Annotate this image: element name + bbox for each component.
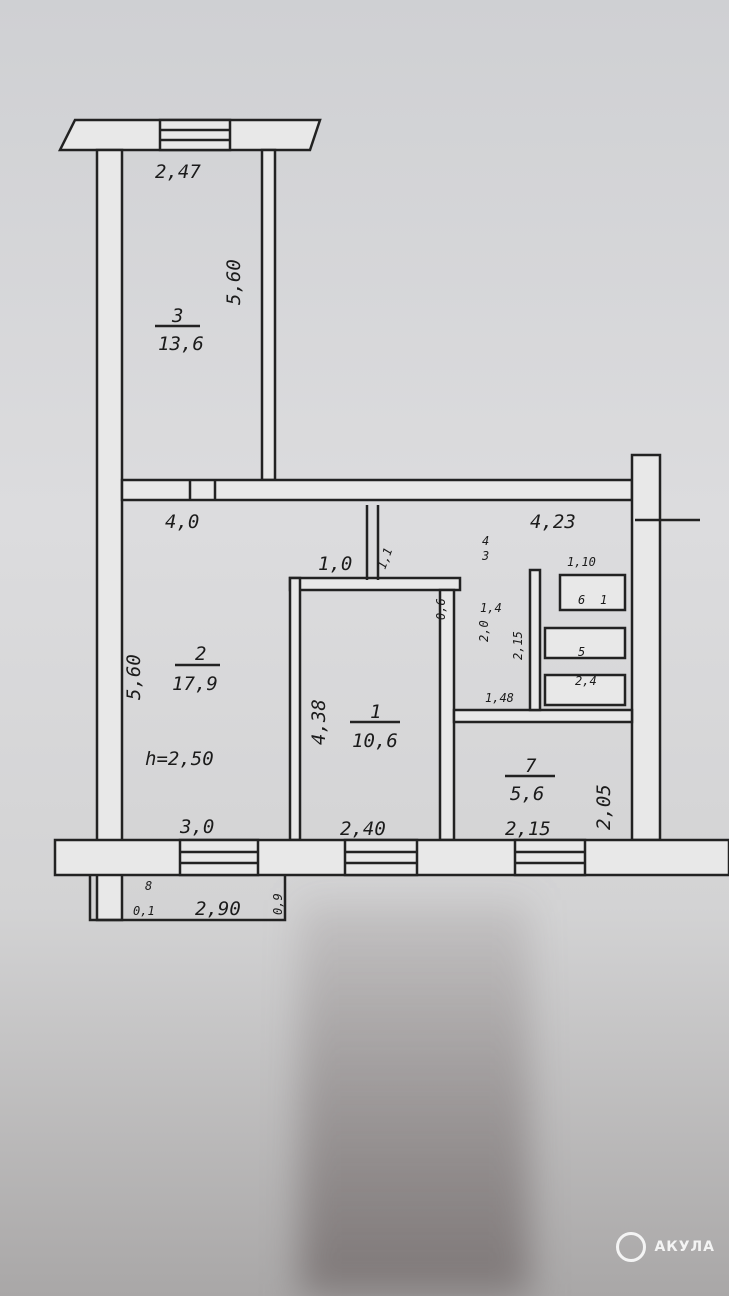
dim-room1-width: 2,40 — [340, 818, 386, 840]
watermark-logo: АКУЛА — [616, 1232, 715, 1262]
dim-room7-length: 2,05 — [593, 784, 615, 830]
window-room1 — [343, 838, 419, 877]
room5-number: 5 — [578, 645, 585, 659]
window-room3 — [158, 118, 232, 152]
outer-left-wall — [95, 148, 124, 922]
room2-ceiling-height: h=2,50 — [145, 748, 214, 770]
dim-bath-c: 2,15 — [511, 631, 525, 660]
dim-room2-bottom: 3,0 — [179, 816, 214, 838]
sink-fixture — [543, 626, 627, 660]
dim-balcony-depth: 0,9 — [271, 893, 285, 915]
middle-wall — [120, 478, 634, 502]
dim-corridor-small: 1,1 — [375, 546, 396, 571]
room1-left-wall — [288, 576, 302, 842]
room1-area: 10,6 — [352, 730, 398, 752]
room3-area: 13,6 — [158, 333, 204, 355]
room7-number: 7 — [525, 755, 537, 777]
brand-name: АКУЛА — [654, 1239, 715, 1255]
dim-bath-f: 1,4 — [480, 601, 502, 615]
room2-area: 17,9 — [172, 673, 218, 695]
walls — [53, 118, 729, 922]
dim-room2-length: 5,60 — [123, 654, 145, 700]
window-room7 — [513, 838, 587, 877]
room6-area: 1 — [600, 593, 607, 607]
shadow — [300, 900, 530, 1296]
room1-right-wall — [438, 588, 456, 842]
dim-bath-d: 1,48 — [485, 691, 514, 705]
room1-number: 1 — [370, 701, 381, 723]
toilet-fixture — [543, 673, 627, 707]
bathtub-fixture — [558, 573, 627, 612]
dim-bath-b: 2,0 — [477, 620, 491, 642]
room4-area: 3 — [481, 549, 489, 563]
room2-number: 2 — [195, 643, 206, 665]
dim-room3-width: 2,47 — [155, 161, 201, 183]
dim-room1-length: 4,38 — [308, 699, 330, 745]
dim-room2-width: 4,0 — [165, 511, 199, 533]
room6-number: 6 — [578, 593, 585, 607]
bath-bottom-wall — [452, 708, 634, 724]
shark-logo-icon — [616, 1232, 647, 1262]
room1-top-wall — [288, 576, 462, 592]
window-room2 — [178, 838, 260, 877]
room4-number: 4 — [482, 534, 489, 548]
dim-bath-a: 1,10 — [567, 555, 596, 569]
dim-room3-length: 5,60 — [223, 259, 245, 305]
dim-corridor-left: 1,0 — [318, 553, 352, 575]
room3-right-wall — [260, 148, 277, 482]
dim-bath-e: 0,6 — [434, 598, 448, 620]
outer-right-wall — [630, 453, 662, 842]
dim-corridor-top: 4,23 — [530, 511, 576, 533]
bath-partition — [528, 568, 542, 712]
labels: 2,47 5,60 3 13,6 4,0 4,23 1,0 1,1 4 3 1,… — [123, 161, 615, 920]
room7-area: 5,6 — [510, 783, 544, 805]
room8-area: 0,1 — [133, 904, 155, 918]
dim-balcony-width: 2,90 — [195, 898, 241, 920]
room8-number: 8 — [145, 879, 152, 893]
room5-area: 2,4 — [575, 674, 597, 688]
balcony-outline — [88, 875, 287, 922]
dim-room7-width: 2,15 — [505, 818, 551, 840]
room3-number: 3 — [171, 305, 183, 327]
